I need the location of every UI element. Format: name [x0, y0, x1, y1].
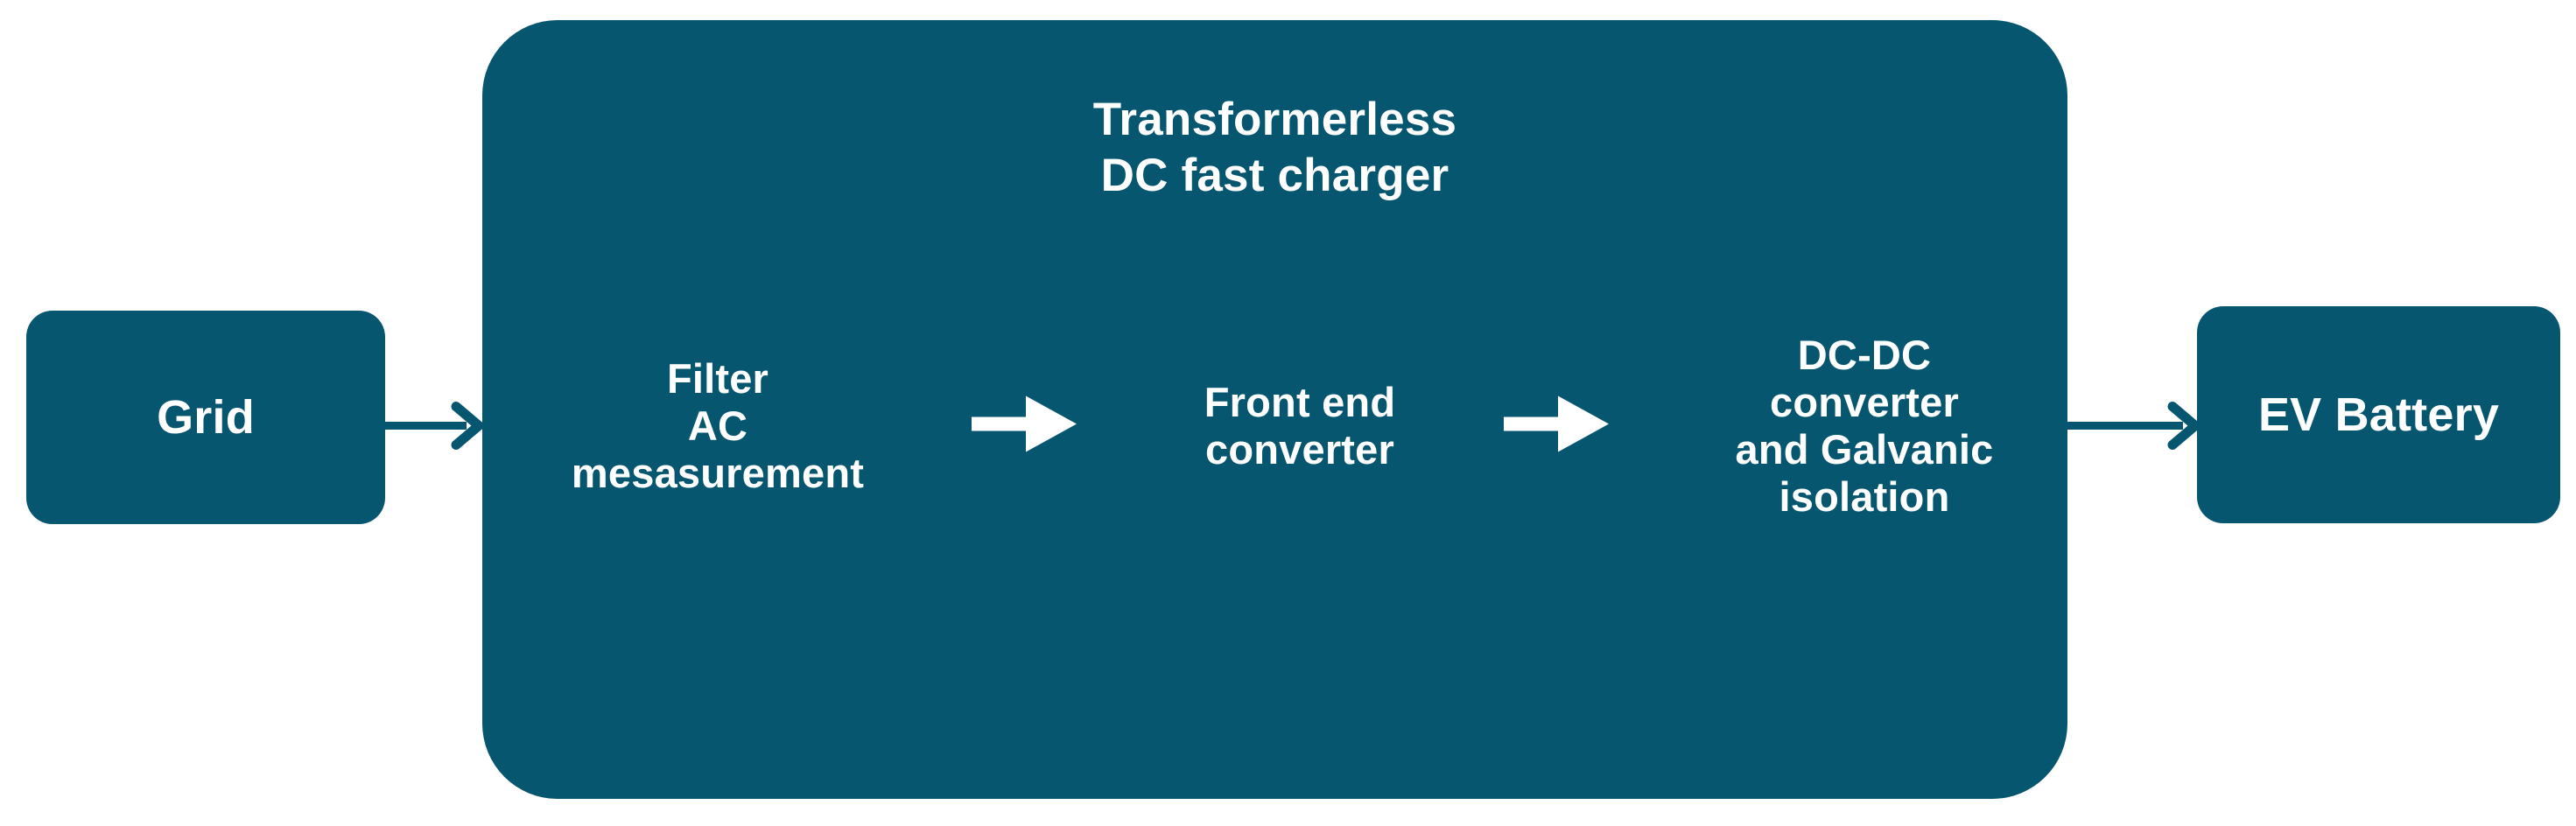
stage-filter-ac-measurement-label: Filter AC mesasurement [571, 354, 865, 497]
node-grid: Grid [26, 311, 385, 524]
stage-front-end-converter-label: Front end converter [1204, 378, 1396, 472]
node-transformerless-dc-fast-charger [482, 20, 2067, 799]
inner-arrow-filter-to-frontend [972, 390, 1080, 463]
node-ev-battery: EV Battery [2197, 306, 2560, 523]
node-ev-battery-label: EV Battery [2257, 388, 2500, 441]
connector-charger-to-battery-arrow [2064, 402, 2203, 455]
node-grid-label: Grid [157, 390, 255, 444]
connector-grid-to-charger-arrow [383, 402, 487, 455]
stage-dcdc-converter-galvanic-isolation-label: DC-DC converter and Galvanic isolation [1735, 331, 1994, 521]
inner-arrow-frontend-to-dcdc [1504, 390, 1612, 463]
charger-title: Transformerless DC fast charger [1092, 94, 1457, 201]
